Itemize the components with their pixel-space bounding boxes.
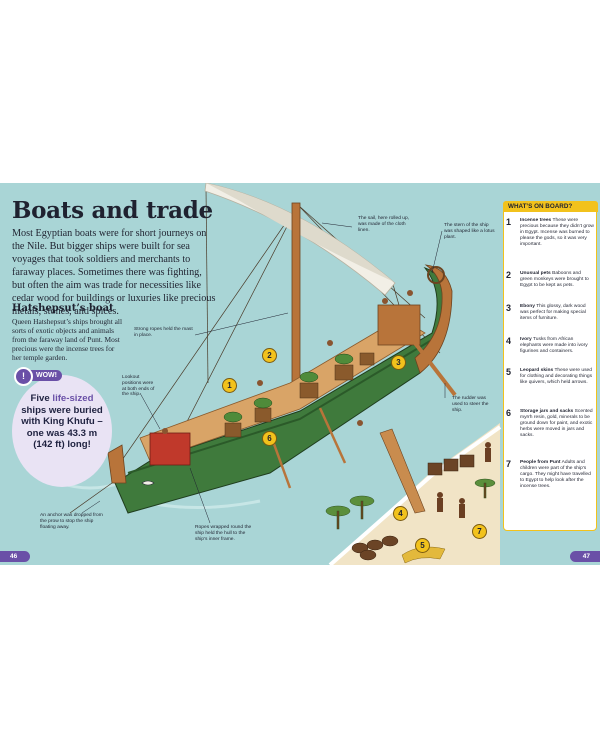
wow-tag: WOW! [22, 370, 62, 381]
page-number-left: 46 [0, 551, 30, 562]
callout-ropes-mast: Strong ropes held the mast in place. [134, 327, 193, 338]
book-spread: Boats and trade Most Egyptian boats were… [0, 183, 600, 565]
page-title: Boats and trade [12, 197, 213, 224]
sail-shade [206, 183, 395, 283]
stern-post [414, 264, 453, 374]
callout-lookout: Lookout positions were at both ends of t… [122, 375, 155, 398]
callout-sail: The sail, here rolled up, was made of th… [358, 216, 410, 233]
intro-paragraph: Most Egyptian boats were for short journ… [12, 228, 216, 317]
rudder [413, 341, 457, 397]
rigging-rope [119, 204, 299, 464]
marker-7: 7 [472, 524, 487, 539]
marker-3: 3 [391, 355, 406, 370]
stern-cabin [377, 304, 421, 346]
incense-trees [223, 353, 354, 423]
page-number-right: 47 [570, 551, 600, 562]
marker-4: 4 [393, 506, 408, 521]
crew [162, 290, 413, 434]
mast [291, 202, 301, 389]
rigging-rope [205, 187, 209, 384]
prow-cabin [149, 432, 191, 466]
cargo [224, 352, 375, 438]
subsection-body: Queen Hatshepsut’s ships brought all sor… [12, 317, 123, 362]
marker-1: 1 [222, 378, 237, 393]
marker-5: 5 [415, 538, 430, 553]
wow-fact-text: Five life-sized ships were buried with K… [21, 393, 103, 450]
hull-eye [141, 480, 155, 486]
leopard-skin [401, 546, 446, 564]
shore-trees [325, 478, 496, 530]
panel-heading: WHAT’S ON BOARD? [503, 201, 598, 212]
water-wave [149, 499, 261, 510]
people-of-punt [437, 442, 491, 518]
gangplank [379, 428, 426, 514]
anchor-rope [69, 482, 113, 514]
oar [318, 407, 347, 464]
prow-post [107, 444, 127, 484]
ship-illustration [59, 183, 502, 565]
stern-ornament [427, 266, 445, 284]
whats-on-board-panel [503, 201, 597, 531]
callout-rudder: The rudder was used to steer the ship. [452, 396, 489, 413]
wow-fact-circle [12, 375, 112, 487]
shore-cargo [351, 454, 475, 561]
callout-ropes-hull: Ropes wrapped round the ship held the hu… [195, 525, 252, 542]
callout-anchor: An anchor was dropped from the prow to s… [40, 513, 103, 530]
callout-stern: The stern of the ship was shaped like a … [444, 223, 495, 240]
marker-2: 2 [262, 348, 277, 363]
exclamation-icon: ! [14, 367, 33, 386]
subsection-heading: Hatshepsut’s boat [12, 303, 114, 314]
marker-6: 6 [262, 431, 277, 446]
